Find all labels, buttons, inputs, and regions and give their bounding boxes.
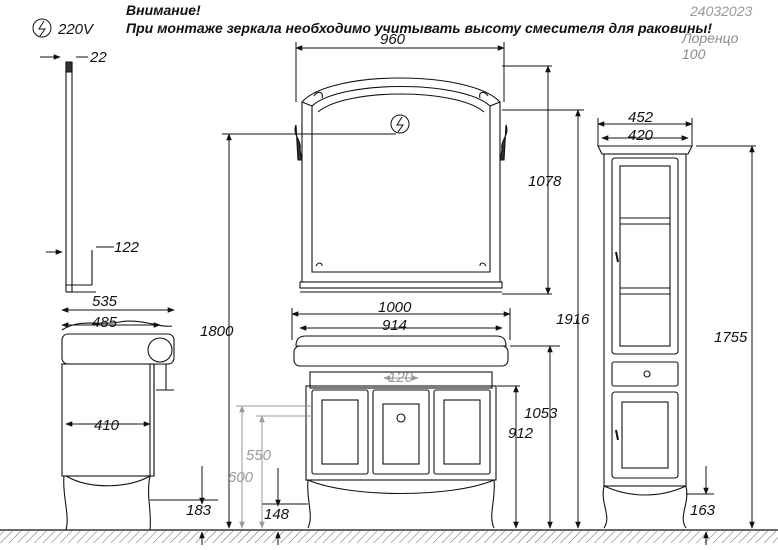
dim-vanity-height: 1053 (524, 405, 558, 422)
document-number: 24032023 (690, 3, 753, 19)
tall-cabinet (597, 145, 693, 529)
dim-mirror-shelf: 122 (114, 239, 140, 256)
power-label: 220V (57, 21, 95, 38)
floor (0, 529, 778, 543)
mirror-installation-note: При монтаже зеркала необходимо учитывать… (126, 20, 713, 36)
dim-vanity-inner-width: 914 (382, 317, 407, 334)
dim-side-width-outer: 535 (92, 293, 118, 310)
model-name: Лоренцо (682, 30, 739, 46)
dim-cabinet-width-outer: 452 (628, 109, 654, 126)
dim-mirror-depth: 22 122 (40, 49, 140, 256)
dim-mirror-height: 1078 (528, 173, 562, 190)
dim-cabinet-height: 1755 (714, 329, 748, 346)
model-label: Лоренцо 100 (682, 30, 738, 62)
dim-cabinet-leg-height: 163 (690, 502, 716, 519)
attention-label: Внимание! (126, 2, 201, 18)
dim-sink-hole: 120 (388, 369, 414, 386)
dim-pipe-550: 550 (246, 447, 272, 464)
mirror-power-point-icon (390, 114, 410, 134)
mirror-front (294, 77, 508, 293)
model-size: 100 (682, 46, 706, 62)
dim-mirror-width: 960 (380, 31, 406, 48)
dim-mount-height: 1800 (200, 323, 234, 340)
dim-side-width-inner: 485 (92, 314, 118, 331)
vanity-front (293, 335, 509, 529)
mirror-side-view (65, 61, 96, 293)
dim-pipe-600: 600 (228, 469, 254, 486)
svg-text:22: 22 (89, 49, 107, 66)
dim-cabinet-width-inner: 420 (628, 127, 654, 144)
dim-vanity-leg-height: 148 (264, 506, 290, 523)
dim-vanity-width: 1000 (378, 299, 412, 316)
dim-side-leg-height: 183 (186, 502, 212, 519)
power-symbol-icon (32, 18, 52, 38)
dim-side-depth: 410 (94, 417, 120, 434)
dim-total-height: 1916 (556, 311, 590, 328)
dim-vanity-body-height: 912 (508, 425, 534, 442)
